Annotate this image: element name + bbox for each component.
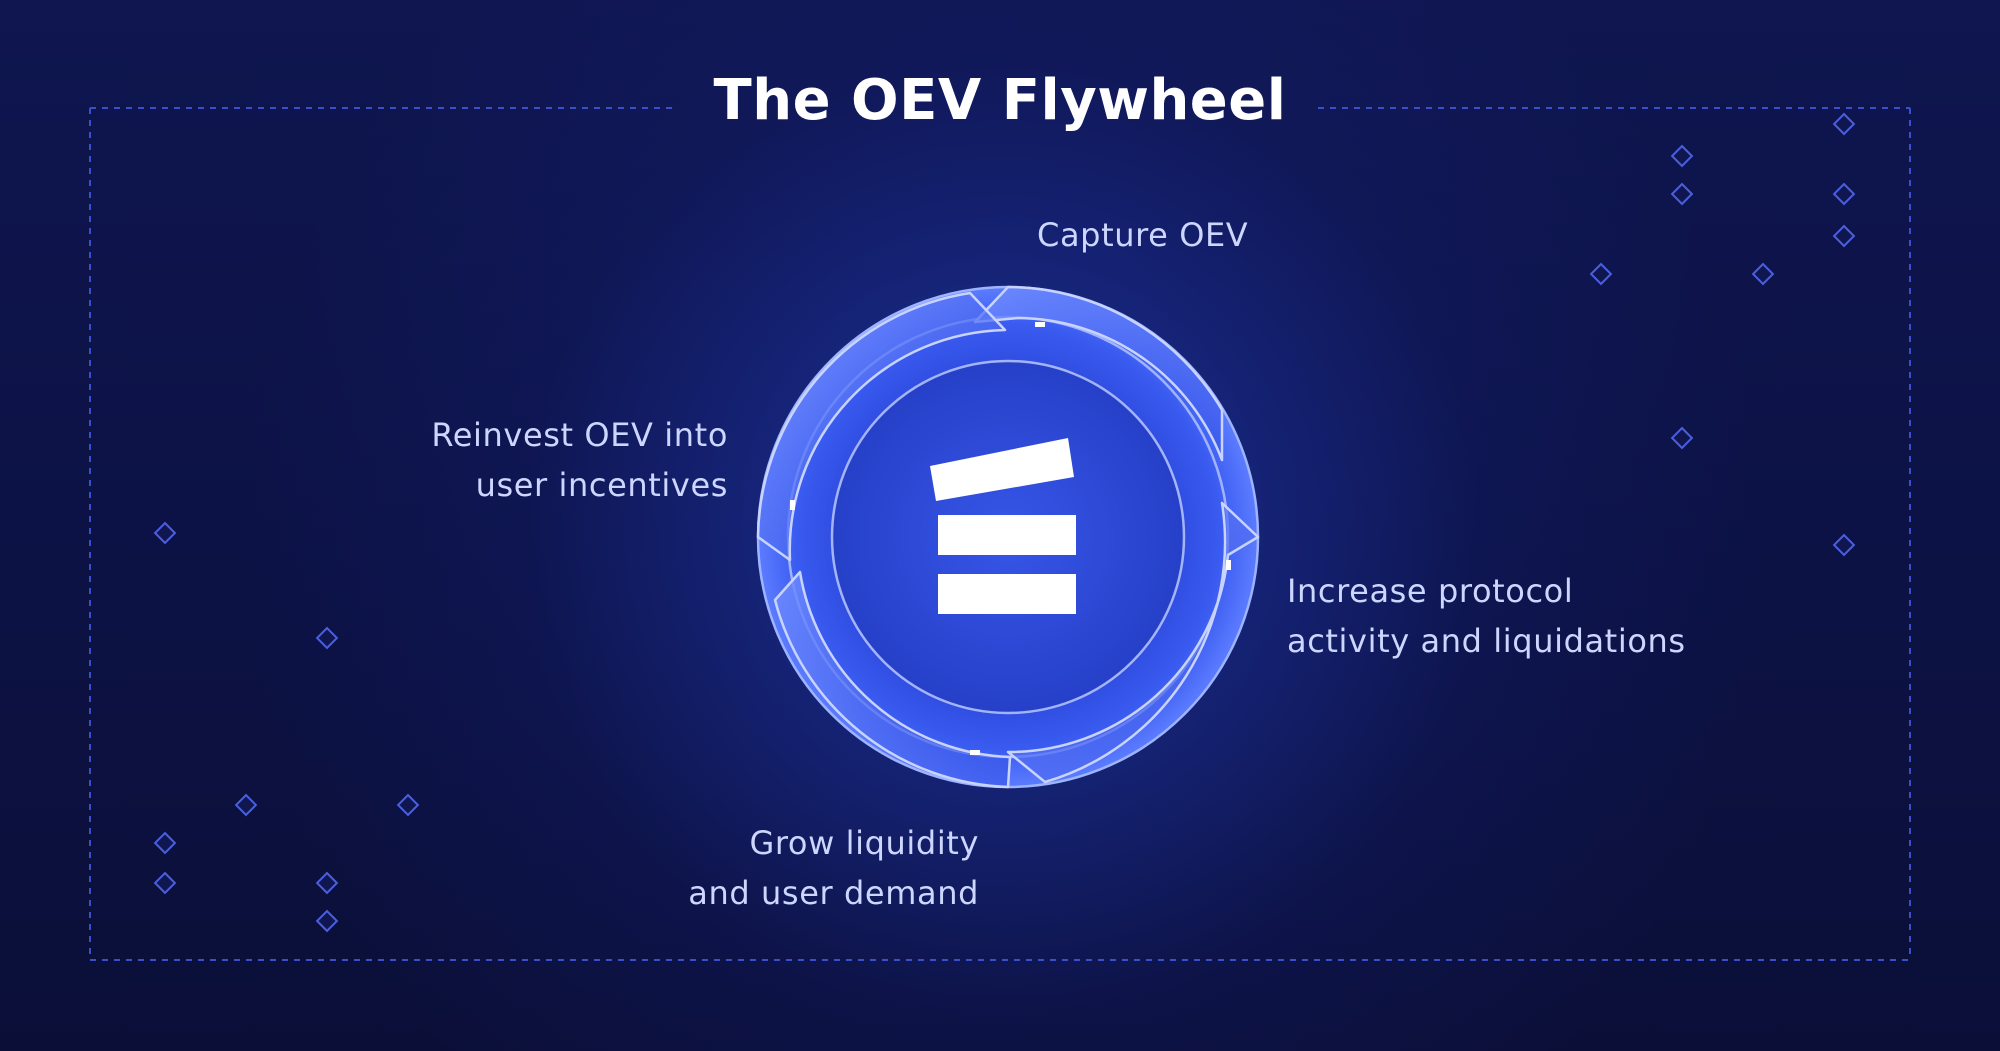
step-label-line: Increase protocol bbox=[1287, 572, 1574, 610]
left-circuit-nodes bbox=[153, 521, 420, 933]
connector-lines bbox=[480, 205, 1540, 870]
step-label-increase: Increase protocol activity and liquidati… bbox=[1287, 566, 1686, 666]
left-circuit-lines bbox=[164, 160, 409, 960]
arrow-segments bbox=[756, 285, 1260, 789]
step-label-line: Reinvest OEV into bbox=[431, 416, 728, 454]
arrow-grow-to-reinvest bbox=[773, 570, 1012, 789]
step-label-reinvest: Reinvest OEV into user incentives bbox=[431, 410, 728, 510]
step-label-capture: Capture OEV bbox=[1037, 210, 1248, 260]
arrow-increase-to-grow bbox=[1006, 501, 1260, 784]
api3-logo-icon bbox=[930, 438, 1076, 614]
step-label-line: Capture OEV bbox=[1037, 216, 1249, 254]
arrow-reinvest-to-capture bbox=[756, 291, 1007, 562]
dashed-frame bbox=[89, 107, 1911, 961]
step-label-grow: Grow liquidity and user demand bbox=[688, 818, 979, 918]
step-label-line: and user demand bbox=[688, 874, 979, 912]
arrow-capture-to-increase bbox=[973, 285, 1224, 462]
step-label-line: Grow liquidity bbox=[749, 824, 979, 862]
page-title: The OEV Flywheel bbox=[713, 68, 1287, 133]
step-label-line: user incentives bbox=[475, 466, 728, 504]
step-label-line: activity and liquidations bbox=[1287, 622, 1686, 660]
right-circuit-nodes bbox=[1589, 112, 1856, 557]
